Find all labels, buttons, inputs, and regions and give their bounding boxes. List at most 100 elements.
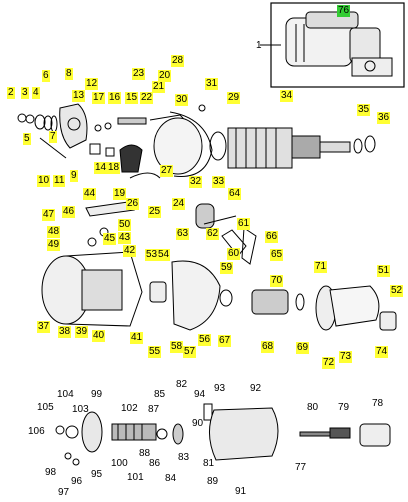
callout-70: 70	[270, 275, 284, 287]
callout-73: 73	[339, 351, 353, 363]
callout-57: 57	[183, 346, 197, 358]
callout-51: 51	[377, 265, 391, 277]
callout-101: 101	[127, 472, 144, 483]
callout-9: 9	[70, 170, 78, 182]
callout-14: 14	[94, 162, 108, 174]
callout-88: 88	[139, 448, 151, 459]
callout-94: 94	[194, 389, 206, 400]
callout-95: 95	[91, 469, 103, 480]
callout-80: 80	[307, 402, 319, 413]
callout-17: 17	[92, 92, 106, 104]
callout-13: 13	[72, 90, 86, 102]
callout-104: 104	[57, 389, 74, 400]
callout-43: 43	[118, 232, 132, 244]
callout-36: 36	[377, 112, 391, 124]
callout-62: 62	[206, 228, 220, 240]
callout-58: 58	[170, 341, 184, 353]
callout-96: 96	[71, 476, 83, 487]
callout-105: 105	[37, 402, 54, 413]
callout-50: 50	[118, 219, 132, 231]
callout-4: 4	[32, 87, 40, 99]
callout-76: 76	[337, 5, 351, 17]
callout-20: 20	[158, 70, 172, 82]
callout-72: 72	[322, 357, 336, 369]
callout-22: 22	[140, 92, 154, 104]
callout-8: 8	[65, 68, 73, 80]
callout-3: 3	[21, 87, 29, 99]
callout-40: 40	[92, 330, 106, 342]
callout-74: 74	[375, 346, 389, 358]
callout-49: 49	[47, 239, 61, 251]
callout-11: 11	[53, 175, 66, 187]
callout-29: 29	[227, 92, 241, 104]
callout-6: 6	[42, 70, 50, 82]
callout-34: 34	[280, 90, 294, 102]
callout-45: 45	[103, 233, 117, 245]
callout-37: 37	[37, 321, 51, 333]
callout-65: 65	[270, 249, 284, 261]
callout-30: 30	[175, 94, 189, 106]
callout-10: 10	[37, 175, 51, 187]
callout-39: 39	[75, 326, 89, 338]
drive-end-housing	[251, 285, 397, 331]
callout-53: 53	[145, 249, 159, 261]
callout-79: 79	[338, 402, 350, 413]
brush-holder-group	[129, 104, 213, 179]
callout-68: 68	[261, 341, 275, 353]
callout-27: 27	[160, 165, 174, 177]
callout-23: 23	[132, 68, 146, 80]
callout-2: 2	[7, 87, 15, 99]
callout-67: 67	[218, 335, 232, 347]
callout-47: 47	[42, 209, 56, 221]
callout-21: 21	[152, 81, 166, 93]
callout-48: 48	[47, 226, 61, 238]
callout-81: 81	[203, 458, 215, 469]
callout-100: 100	[111, 458, 128, 469]
callout-83: 83	[178, 452, 190, 463]
commutator-end-frame-group	[17, 103, 147, 173]
callout-16: 16	[108, 92, 122, 104]
callout-91: 91	[235, 486, 247, 497]
callout-42: 42	[123, 245, 137, 257]
callout-52: 52	[390, 285, 404, 297]
callout-82: 82	[176, 379, 188, 390]
callout-12: 12	[85, 78, 99, 90]
callout-106: 106	[28, 426, 45, 437]
callout-84: 84	[165, 473, 177, 484]
callout-56: 56	[198, 334, 212, 346]
callout-71: 71	[314, 261, 328, 273]
solenoid-group	[55, 403, 391, 466]
callout-66: 66	[265, 231, 279, 243]
callout-15: 15	[125, 92, 139, 104]
callout-19: 19	[113, 188, 127, 200]
callout-35: 35	[357, 104, 371, 116]
callout-1: 1	[256, 40, 262, 51]
armature	[209, 127, 376, 169]
callout-41: 41	[130, 332, 144, 344]
callout-78: 78	[372, 398, 384, 409]
callout-5: 5	[23, 133, 31, 145]
callout-44: 44	[83, 188, 97, 200]
callout-97: 97	[58, 487, 70, 498]
callout-31: 31	[205, 78, 219, 90]
callout-46: 46	[62, 206, 76, 218]
callout-85: 85	[154, 389, 166, 400]
callout-18: 18	[107, 162, 121, 174]
callout-102: 102	[121, 403, 138, 414]
callout-69: 69	[296, 342, 310, 354]
callout-32: 32	[189, 176, 203, 188]
callout-92: 92	[250, 383, 262, 394]
callout-64: 64	[228, 188, 242, 200]
callout-63: 63	[176, 228, 190, 240]
callout-55: 55	[148, 346, 162, 358]
callout-38: 38	[58, 326, 72, 338]
callout-98: 98	[45, 467, 57, 478]
assembled-starter-inset	[260, 2, 405, 88]
callout-7: 7	[49, 131, 57, 143]
callout-28: 28	[171, 55, 185, 67]
callout-54: 54	[157, 249, 171, 261]
callout-87: 87	[148, 404, 160, 415]
callout-60: 60	[227, 248, 241, 260]
